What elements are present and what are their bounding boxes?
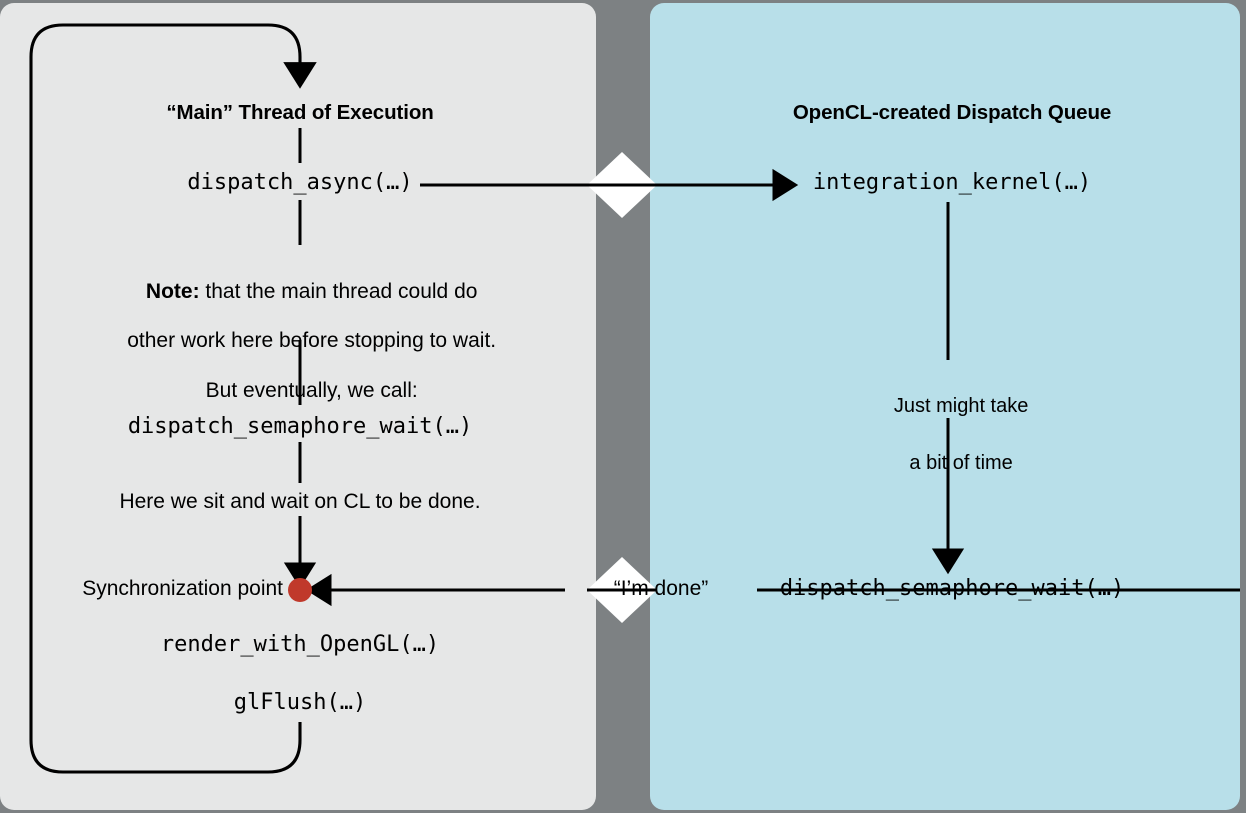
wait-caption: Here we sit and wait on CL to be done. [119,490,481,513]
note-bold-prefix: Note: [145,279,200,303]
step-render-with-opengl: render_with_OpenGL(…) [160,632,440,657]
duration-note-line1: Just might take [893,395,1029,418]
step-dispatch-semaphore-wait-queue: dispatch_semaphore_wait(…) [779,576,1125,601]
done-message-label: “I’m done” [613,577,709,600]
step-gl-flush: glFlush(…) [233,690,367,715]
duration-note: Just might take a bit of time [800,364,1100,506]
step-integration-kernel: integration_kernel(…) [812,170,1092,195]
main-thread-title: “Main” Thread of Execution [166,101,434,124]
step-dispatch-semaphore-wait-main: dispatch_semaphore_wait(…) [127,414,473,439]
boundary-diamond-top [587,152,657,218]
note-line2: other work here before stopping to wait. [127,329,497,353]
note-line3: But eventually, we call: [205,378,418,402]
duration-note-line2: a bit of time [909,452,1013,475]
dispatch-queue-panel [650,3,1240,810]
step-dispatch-async: dispatch_async(…) [187,170,413,195]
sync-point-label: Synchronization point [82,577,283,600]
dispatch-queue-title: OpenCL-created Dispatch Queue [792,101,1112,124]
note-line1-rest: that the main thread could do [199,279,478,303]
main-thread-note: Note: that the main thread could do othe… [65,255,535,428]
